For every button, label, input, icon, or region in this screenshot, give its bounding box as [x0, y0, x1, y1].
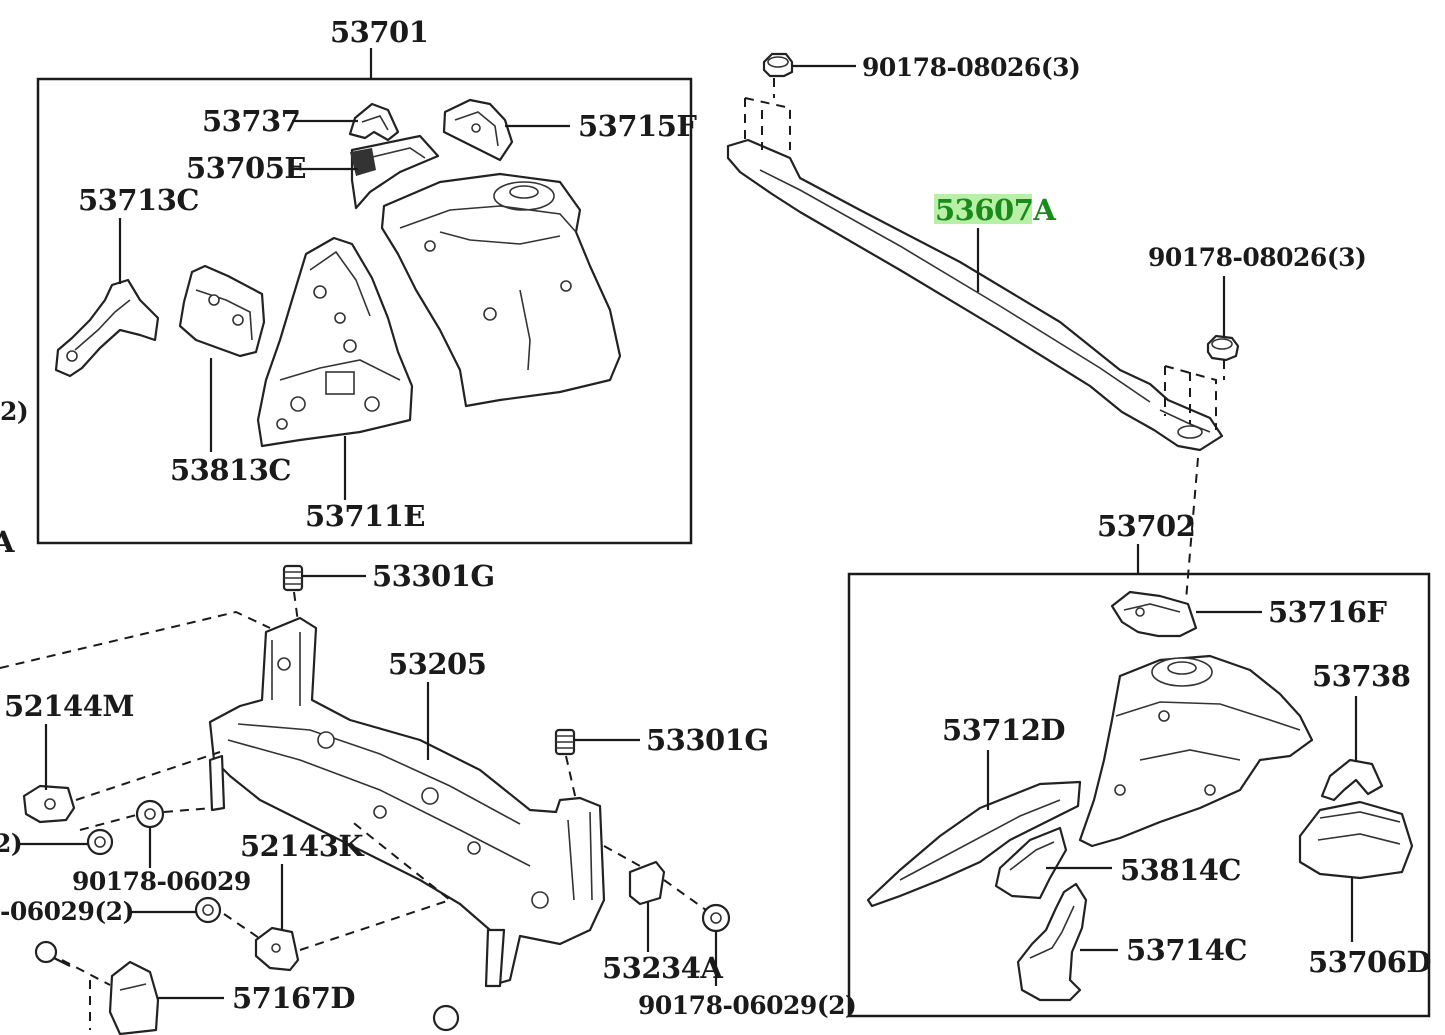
label-53711E[interactable]: 53711E [305, 499, 426, 533]
label-52143K[interactable]: 52143K [240, 829, 366, 863]
label-57167D[interactable]: 57167D [232, 981, 356, 1015]
nut-06029-b-shape [135, 799, 165, 829]
label-53234A[interactable]: 53234A [602, 951, 724, 985]
label-53714C[interactable]: 53714C [1126, 933, 1247, 967]
group-box-53701 [36, 77, 693, 545]
part-53715F-shape [442, 98, 514, 162]
part-shock-tower-left-shape [380, 172, 622, 408]
bushing-53301G-a-shape [282, 564, 304, 592]
part-53737-shape [348, 102, 400, 142]
label-53716F[interactable]: 53716F [1268, 595, 1388, 629]
label-52144M[interactable]: 52144M [4, 689, 135, 723]
part-53716F-shape [1110, 590, 1198, 638]
nut-right-shape [1206, 334, 1240, 362]
label-53712D[interactable]: 53712D [942, 713, 1066, 747]
part-53813C-shape [178, 264, 266, 358]
label-53301G-b[interactable]: 53301G [646, 723, 769, 757]
label-53702[interactable]: 53702 [1097, 509, 1196, 543]
label-53706D[interactable]: 53706D [1308, 945, 1432, 979]
part-53713C-shape [54, 278, 160, 378]
part-53607A-shape [726, 138, 1224, 452]
part-53705E-shape [350, 134, 440, 210]
part-53738-shape [1320, 758, 1384, 802]
label-90178-08026-right[interactable]: 90178-08026(3) [1148, 243, 1367, 272]
label-edge-A: A [0, 525, 15, 559]
label-06029-2[interactable]: -06029(2) [0, 897, 134, 926]
label-53814C[interactable]: 53814C [1120, 853, 1241, 887]
label-53301G-a[interactable]: 53301G [372, 559, 495, 593]
label-edge-2-lower: 2) [0, 829, 22, 858]
bushing-53301G-b-shape [554, 728, 576, 756]
part-53205-shape [208, 616, 606, 988]
part-53712D-shape [866, 780, 1082, 908]
label-53607A-highlight [934, 194, 1032, 224]
label-90178-06029[interactable]: 90178-06029 [72, 867, 251, 896]
part-52143K-shape [254, 926, 300, 972]
label-53713C[interactable]: 53713C [78, 183, 199, 217]
nut-06029-a-shape [86, 828, 114, 856]
bolt-bottom-left-shape [34, 940, 71, 967]
label-53737[interactable]: 53737 [202, 104, 301, 138]
nut-top-shape [762, 52, 794, 78]
label-53701[interactable]: 53701 [330, 15, 429, 49]
label-53738[interactable]: 53738 [1312, 659, 1411, 693]
part-shock-tower-right-shape [1078, 654, 1314, 848]
part-53706D-shape [1298, 800, 1414, 880]
part-57167D-shape [108, 960, 160, 1035]
label-90178-08026-top[interactable]: 90178-08026(3) [862, 53, 1081, 82]
part-53714C-shape [1016, 882, 1088, 1002]
label-90178-06029-2[interactable]: 90178-06029(2) [638, 991, 857, 1020]
part-53814C-shape [994, 826, 1068, 900]
nut-06029-c-shape [194, 896, 222, 924]
part-52144M-shape [22, 784, 76, 824]
label-edge-2-upper: 2) [0, 397, 28, 426]
label-53607A[interactable]: 53607A [935, 193, 1057, 227]
label-53813C[interactable]: 53813C [170, 453, 291, 487]
label-53205[interactable]: 53205 [388, 647, 487, 681]
label-53715F[interactable]: 53715F [578, 109, 698, 143]
nut-06029-e-shape [432, 1004, 460, 1032]
nut-06029-d-shape [701, 903, 731, 933]
part-53234A-shape [628, 860, 666, 906]
label-53705E[interactable]: 53705E [186, 151, 307, 185]
part-53711E-shape [256, 236, 414, 448]
